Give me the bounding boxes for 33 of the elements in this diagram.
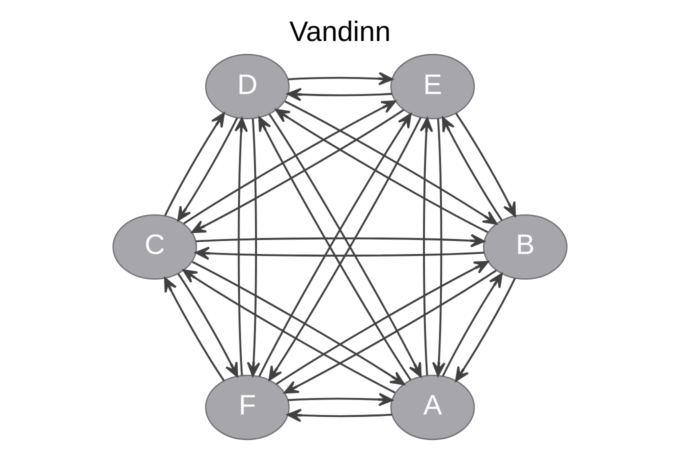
arrow: [164, 112, 224, 216]
arrow: [441, 116, 502, 221]
node-ellipse: B: [482, 214, 568, 280]
arrow: [275, 260, 488, 385]
arrow: [454, 278, 516, 382]
arrow: [287, 72, 393, 86]
node-ellipse: A: [390, 374, 474, 440]
arrow: [195, 234, 484, 248]
arrow: [274, 108, 488, 233]
node-ellipse: F: [204, 374, 290, 440]
arrow: [190, 109, 404, 234]
arrow: [454, 112, 516, 217]
arrow: [287, 392, 393, 406]
arrow: [432, 118, 446, 377]
node-ellipse: D: [204, 54, 290, 120]
arrow: [286, 408, 392, 422]
arrow: [283, 270, 496, 394]
node-ellipse: C: [112, 214, 197, 280]
arrow: [182, 269, 395, 394]
arrow: [442, 272, 502, 377]
arrow: [194, 246, 484, 260]
arrow: [191, 261, 404, 386]
diagram-title: Vandinn: [288, 15, 390, 48]
arrow: [286, 88, 392, 102]
arrow: [246, 118, 260, 377]
arrow: [284, 100, 497, 225]
arrow: [164, 277, 224, 382]
arrow: [182, 100, 396, 224]
node-ellipse: E: [390, 54, 474, 120]
arrow: [176, 117, 238, 222]
arrow: [419, 117, 433, 376]
arrow: [234, 117, 248, 376]
arrow: [176, 273, 238, 378]
